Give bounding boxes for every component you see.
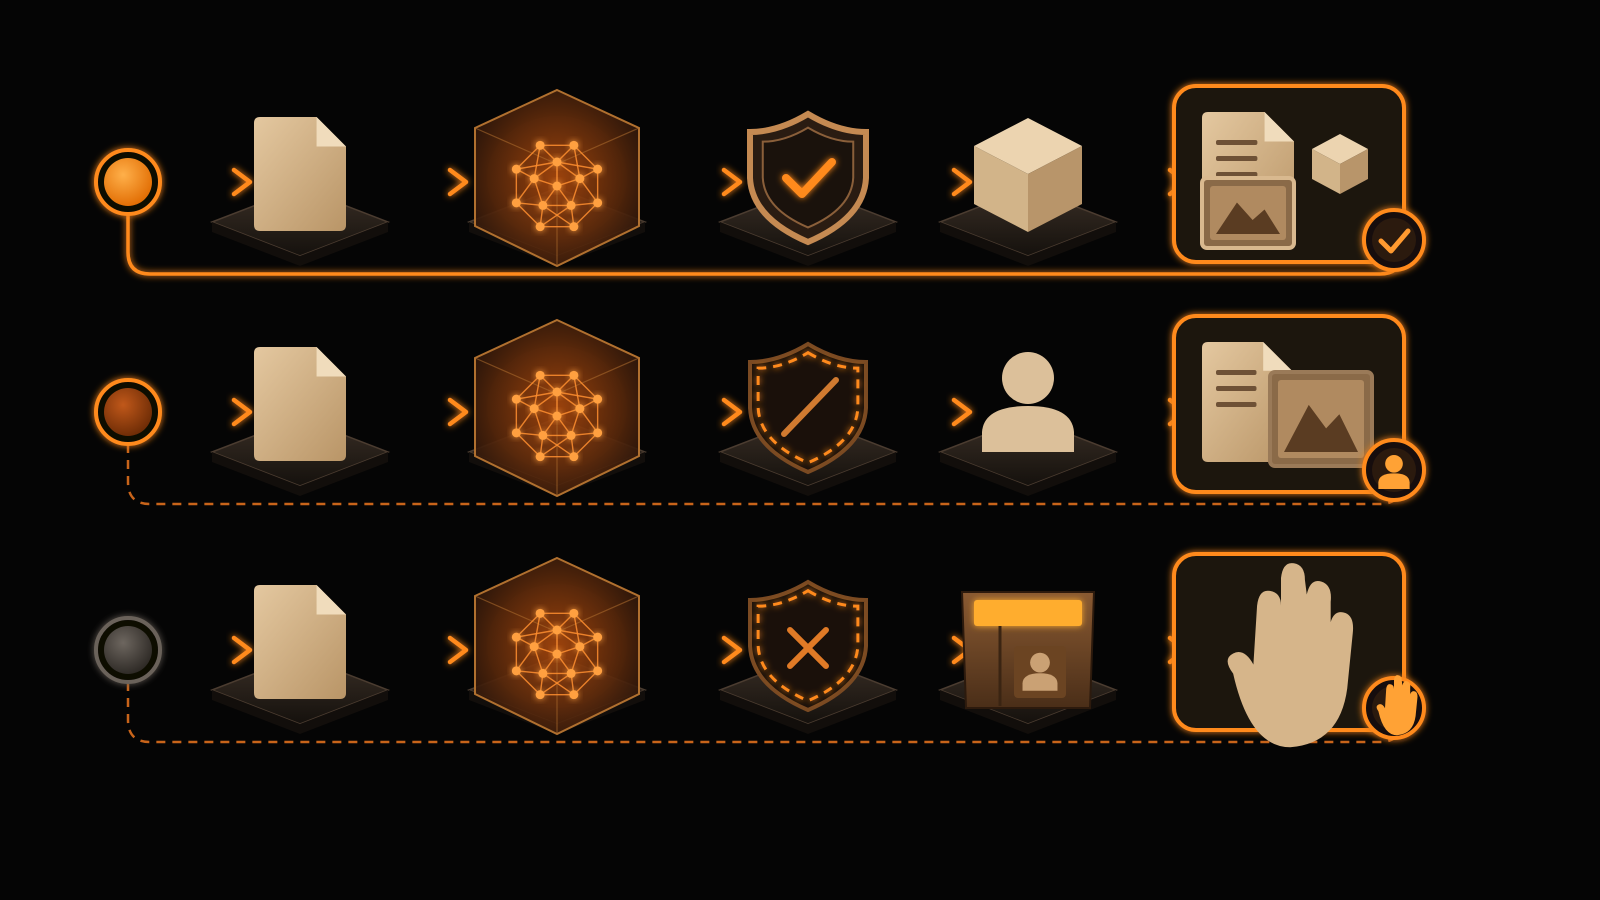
step-person-icon xyxy=(937,352,1119,496)
shield-slash-icon xyxy=(748,341,868,475)
slash-icon xyxy=(781,377,839,437)
flow-arrow xyxy=(652,397,743,427)
open-box-person-icon xyxy=(960,591,1096,709)
document-icon xyxy=(254,585,346,699)
document-icon xyxy=(254,347,346,461)
step-neural-network-cube-icon xyxy=(466,556,648,736)
flow-arrow xyxy=(160,635,253,665)
step-neural-network-cube-icon xyxy=(466,318,648,498)
flow-arrow xyxy=(652,167,743,197)
outcome-document-image-icon xyxy=(1172,314,1426,502)
person-icon xyxy=(1378,454,1410,489)
status-badge xyxy=(1362,675,1426,740)
outcome-stop-hand-icon xyxy=(1172,552,1426,748)
status-badge xyxy=(1362,438,1426,502)
network-graph xyxy=(511,140,603,232)
flow-arrow xyxy=(886,397,973,427)
workflow-row-human-review xyxy=(94,314,1426,506)
shield-x-icon xyxy=(748,579,868,713)
flow-arrow xyxy=(354,397,469,427)
flow-arrow xyxy=(160,397,253,427)
step-shield-x-icon xyxy=(717,579,899,734)
x-icon xyxy=(787,627,829,669)
step-document-icon xyxy=(209,117,391,266)
flow-arrow xyxy=(886,167,973,197)
flow-arrow xyxy=(652,635,743,665)
outcome-document-image-package-icon xyxy=(1172,84,1426,272)
flow-arrow xyxy=(354,635,469,665)
stop-hand-icon xyxy=(1376,675,1418,736)
start-node xyxy=(94,616,162,684)
step-shield-slash-icon xyxy=(717,341,899,496)
step-package-box-icon xyxy=(937,118,1119,266)
package-box-icon xyxy=(974,118,1082,232)
network-graph xyxy=(511,370,603,462)
workflow-row-blocked xyxy=(94,552,1426,748)
step-document-icon xyxy=(209,347,391,496)
flow-arrow xyxy=(886,635,973,665)
person-icon xyxy=(982,352,1074,452)
neural-network-cube-icon xyxy=(474,318,640,498)
start-node xyxy=(94,148,162,216)
document-icon xyxy=(254,117,346,231)
step-neural-network-cube-icon xyxy=(466,88,648,268)
shield-check-icon xyxy=(747,110,869,246)
status-badge xyxy=(1362,208,1426,272)
workflow-row-approved xyxy=(94,84,1426,276)
flow-arrow xyxy=(354,167,469,197)
step-document-icon xyxy=(209,585,391,734)
flow-arrow xyxy=(160,167,253,197)
checkmark-icon xyxy=(1378,228,1411,254)
neural-network-cube-icon xyxy=(474,556,640,736)
step-open-box-person-icon xyxy=(937,591,1119,734)
step-shield-check-icon xyxy=(717,110,899,266)
start-node xyxy=(94,378,162,446)
checkmark-icon xyxy=(782,158,836,198)
neural-network-cube-icon xyxy=(474,88,640,268)
network-graph xyxy=(511,608,603,700)
